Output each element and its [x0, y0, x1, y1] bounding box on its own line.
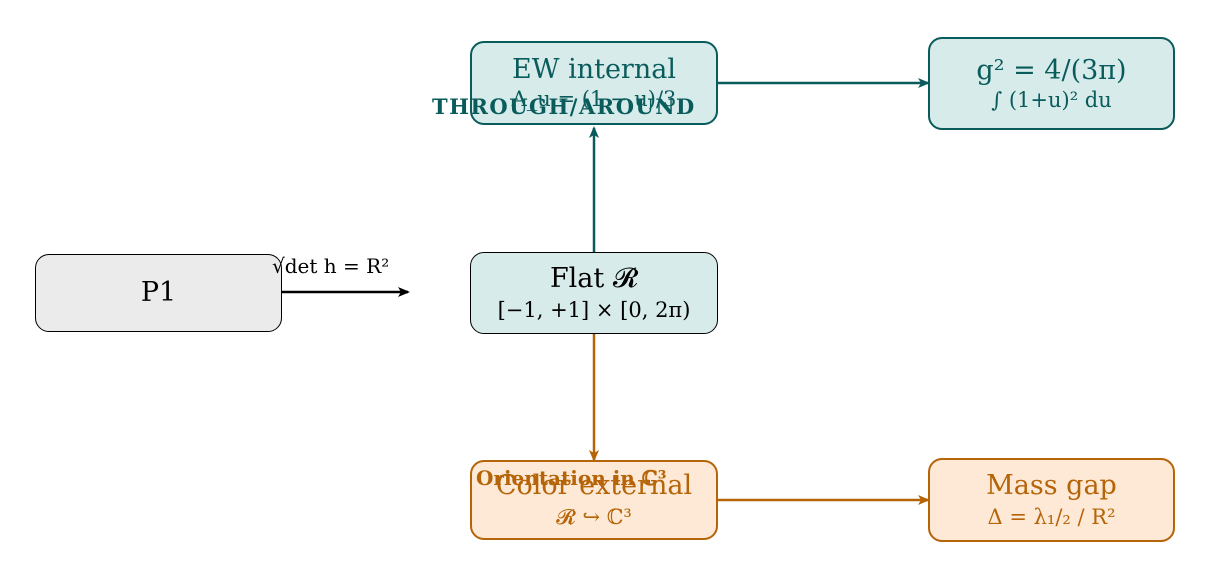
node-color-external: Color external 𝓡 ↪ ℂ³: [470, 460, 718, 540]
node-mass-gap-formula: Δ = λ₁/₂ / R²: [987, 505, 1116, 530]
edge-label-flat-to-ew: THROUGH/AROUND: [432, 94, 696, 119]
node-ew-internal-title: EW internal: [512, 54, 676, 86]
node-coupling: g² = 4/(3π) ∫ (1+u)² du: [928, 37, 1175, 130]
node-p1-title: P1: [140, 277, 177, 309]
node-flat-region: Flat 𝓡 [−1, +1] × [0, 2π): [470, 252, 718, 334]
node-flat-region-title: Flat 𝓡: [549, 263, 639, 295]
node-mass-gap-title: Mass gap: [986, 470, 1117, 502]
node-coupling-integral: ∫ (1+u)² du: [991, 87, 1112, 112]
node-ew-internal: EW internal A_u = (1 − u)/3: [470, 41, 718, 125]
node-ew-internal-formula: A_u = (1 − u)/3: [511, 87, 677, 112]
node-color-external-title: Color external: [495, 470, 693, 502]
edge-label-p1-to-flat: √det h = R²: [272, 254, 390, 278]
node-p1: P1: [35, 254, 282, 332]
node-mass-gap: Mass gap Δ = λ₁/₂ / R²: [928, 458, 1175, 542]
node-coupling-title: g² = 4/(3π): [976, 54, 1127, 86]
node-flat-region-domain: [−1, +1] × [0, 2π): [497, 298, 691, 323]
edge-label-flat-to-color: Orientation in ℂ³: [476, 466, 667, 490]
node-color-external-embedding: 𝓡 ↪ ℂ³: [556, 505, 632, 530]
